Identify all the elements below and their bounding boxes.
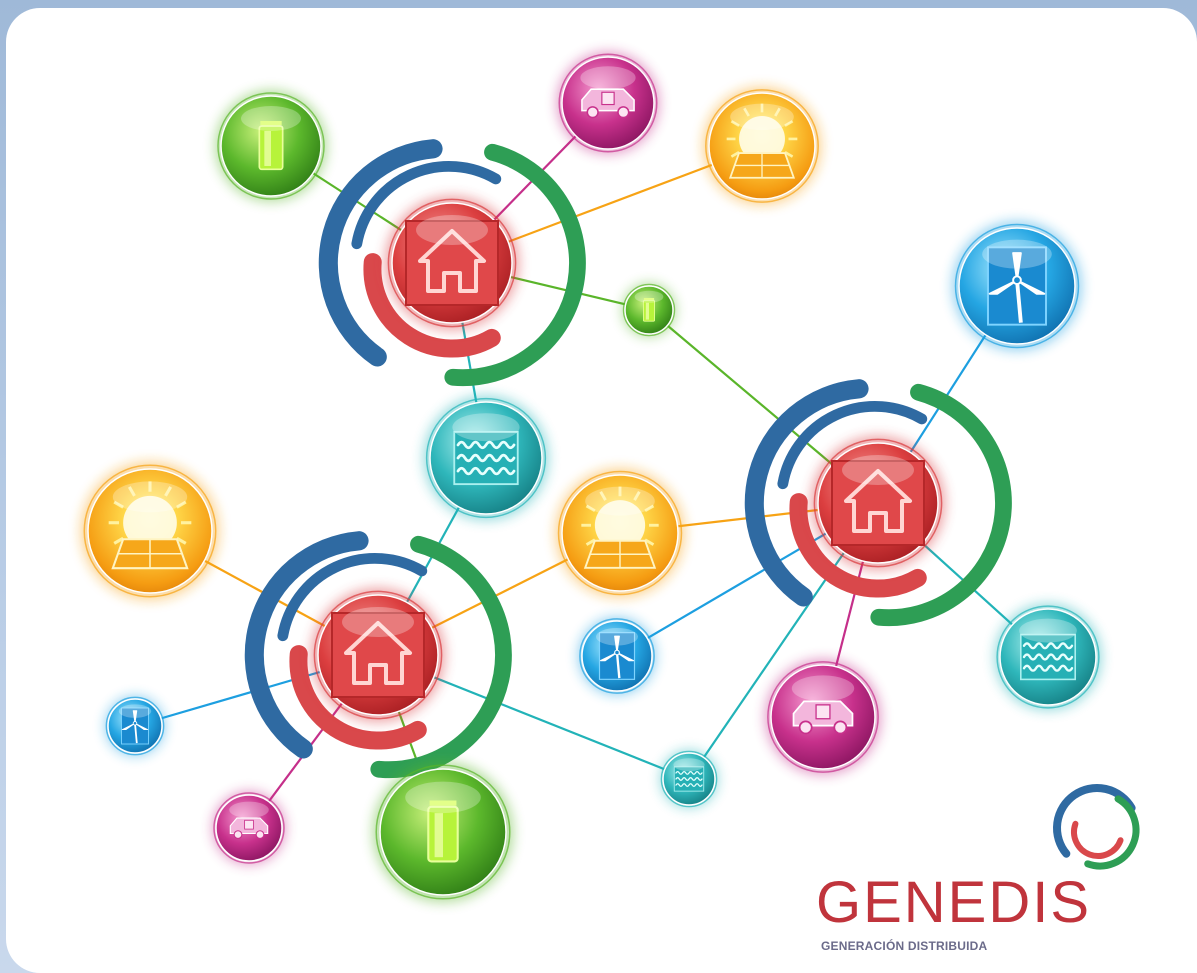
battery-bottom-node	[372, 761, 514, 903]
house-icon	[405, 220, 499, 306]
house-ring-icon	[244, 531, 512, 779]
electric-car-icon	[792, 700, 854, 735]
hydro-right-node	[994, 603, 1102, 711]
wind-small-left-node	[104, 695, 166, 757]
logo-title: GENEDIS	[816, 870, 1092, 935]
house-bottom-left-node	[310, 587, 446, 723]
house-top-left-node	[384, 195, 520, 331]
diagram-panel: GENEDIS GENERACIÓN DISTRIBUIDA	[6, 8, 1197, 973]
hydro-small-bottom-node	[659, 749, 719, 809]
battery-icon	[258, 121, 284, 171]
solar-left-node	[80, 461, 220, 601]
battery-small-center-node	[622, 283, 676, 337]
logo-subtitle: GENERACIÓN DISTRIBUIDA	[821, 939, 988, 953]
hydro-wave-icon	[1019, 633, 1076, 681]
solar-panel-icon	[581, 486, 659, 569]
battery-icon	[427, 800, 459, 863]
hydro-wave-icon	[453, 430, 519, 486]
battery-top-left-node	[215, 90, 327, 202]
house-icon	[831, 460, 925, 546]
electric-car-icon	[581, 88, 635, 119]
solar-top-right-node	[702, 86, 822, 206]
car-bottom-right-node	[764, 658, 882, 776]
wind-top-right-node	[952, 221, 1082, 351]
house-ring-icon	[318, 139, 586, 387]
wind-turbine-icon	[121, 707, 149, 745]
car-top-node	[556, 51, 660, 155]
wind-turbine-icon	[598, 632, 636, 680]
solar-panel-icon	[726, 103, 798, 179]
house-right-node	[810, 435, 946, 571]
wind-center-node	[577, 616, 657, 696]
electric-car-icon	[229, 817, 269, 839]
hydro-wave-icon	[673, 766, 705, 792]
house-icon	[331, 612, 425, 698]
hydro-center-node	[423, 395, 549, 521]
car-small-bottom-left-node	[212, 791, 286, 865]
battery-icon	[643, 298, 656, 322]
solar-panel-icon	[108, 481, 192, 570]
logo-ring-icon	[1053, 784, 1140, 870]
energy-network-diagram	[80, 51, 1140, 903]
solar-center-node	[555, 468, 685, 598]
wind-turbine-icon	[987, 246, 1047, 326]
house-ring-icon	[744, 379, 1012, 627]
